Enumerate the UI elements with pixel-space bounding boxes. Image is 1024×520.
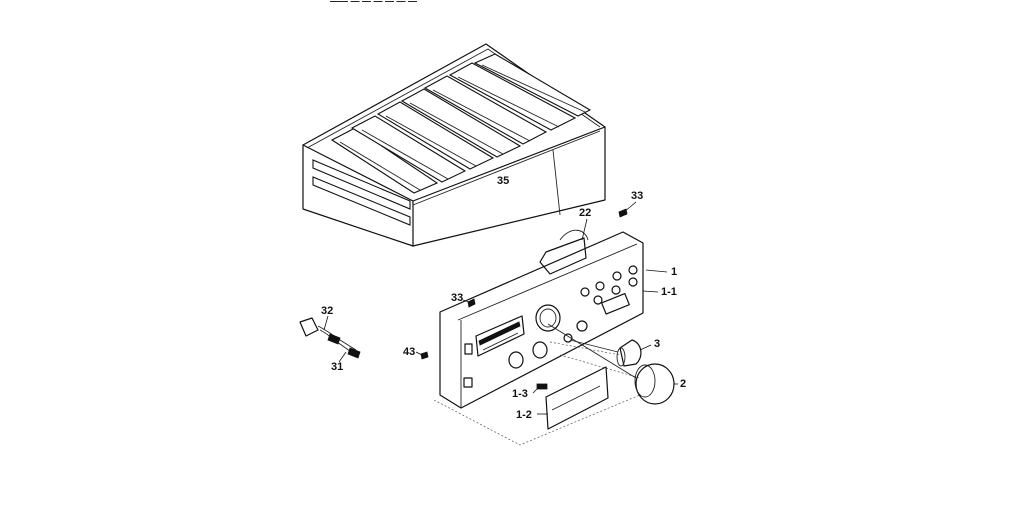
callout-3: 3 <box>654 338 660 350</box>
callout-1-1: 1-1 <box>661 286 677 298</box>
callout-22: 22 <box>579 207 591 219</box>
callout-1-3: 1-3 <box>512 388 528 400</box>
callout-32: 32 <box>321 305 333 317</box>
callout-35: 35 <box>497 175 509 187</box>
power-cord-part <box>299 317 361 359</box>
callout-31: 31 <box>331 361 343 373</box>
callout-43: 43 <box>403 346 415 358</box>
callout-1: 1 <box>671 266 677 278</box>
header-fragment: —— — — — — — — <box>330 0 417 6</box>
front-panel-part <box>433 229 644 446</box>
cover-part <box>302 43 606 247</box>
large-knob-part <box>547 323 675 405</box>
callout-33-top: 33 <box>631 190 643 202</box>
callout-33-left: 33 <box>451 292 463 304</box>
panel-plate-part <box>545 366 609 430</box>
callout-1-2: 1-2 <box>516 409 532 421</box>
callout-2: 2 <box>680 378 686 390</box>
